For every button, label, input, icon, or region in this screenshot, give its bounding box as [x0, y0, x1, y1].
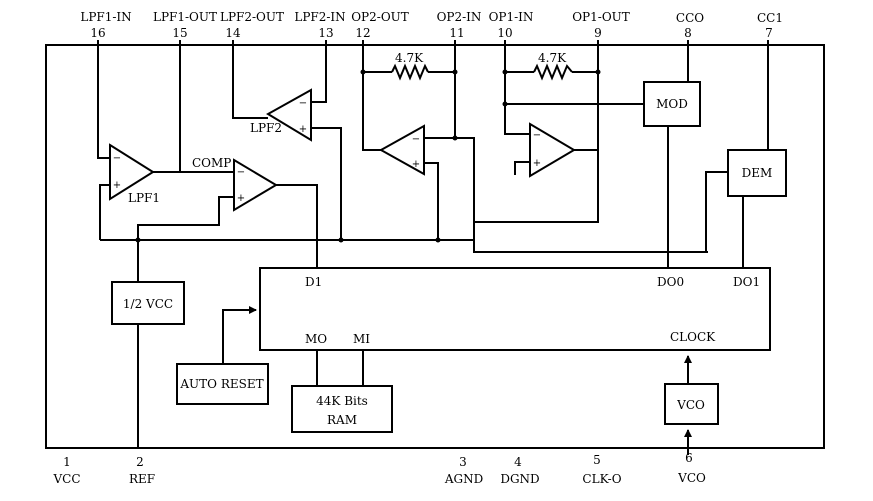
pin-11-name: OP2-IN [437, 10, 482, 24]
clock-label: CLOCK [670, 330, 716, 344]
pin-11-number: 11 [449, 26, 464, 40]
mod-label: MOD [656, 97, 688, 111]
pin-14-name: LPF2-OUT [220, 10, 284, 24]
mo-label: MO [305, 332, 327, 346]
pin-9-name: OP1-OUT [572, 10, 630, 24]
d1-label: D1 [305, 275, 322, 289]
dem-label: DEM [742, 166, 773, 180]
half-vcc-label: 1/2 VCC [123, 297, 173, 311]
half-vcc-block [111, 281, 185, 325]
pin-1-name: VCC [52, 472, 80, 486]
svg-text:+: + [113, 180, 121, 191]
lpf1-amplifier [109, 143, 155, 201]
pin-8-number: 8 [684, 26, 692, 40]
auto-reset-block [176, 363, 269, 405]
op2-amplifier [378, 124, 425, 176]
pin-6-number: 6 [685, 451, 693, 465]
mod-block [643, 81, 701, 127]
pin-2-name: REF [129, 472, 155, 486]
top-pin-labels: LPF1-IN 16 LPF1-OUT 15 LPF2-OUT 14 LPF2-… [80, 10, 783, 40]
pin-13-name: LPF2-IN [294, 10, 345, 24]
lpf2-amplifier [266, 88, 312, 142]
pin-14-number: 14 [225, 26, 241, 40]
ram-label-line1: 44K Bits [316, 394, 368, 408]
dem-block [727, 149, 787, 197]
svg-text:+: + [412, 159, 420, 170]
lpf2-label: LPF2 [250, 121, 282, 135]
svg-text:−: − [113, 153, 121, 164]
auto-reset-label: AUTO RESET [179, 377, 263, 391]
svg-text:+: + [299, 124, 307, 135]
svg-text:−: − [412, 134, 420, 145]
bottom-pin-labels: 1 VCC 2 REF 3 AGND 4 DGND 5 CLK-O 6 VCO [52, 451, 706, 486]
pin-12-name: OP2-OUT [351, 10, 409, 24]
pin-4-number: 4 [514, 455, 522, 469]
comparator-amplifier [233, 158, 278, 212]
pin-15-name: LPF1-OUT [153, 10, 217, 24]
core-logic-block [259, 267, 771, 351]
resistor-op1-label: 4.7K [538, 51, 567, 65]
pin-3-name: AGND [444, 472, 483, 486]
svg-text:−: − [533, 130, 541, 141]
pin-6-name: VCO [677, 471, 706, 485]
comp-label: COMP [192, 156, 231, 170]
pin-5-name: CLK-O [582, 472, 621, 486]
pin-4-name: DGND [500, 472, 539, 486]
svg-text:−: − [299, 98, 307, 109]
chip-outline [45, 44, 825, 449]
op1-amplifier [529, 122, 576, 178]
input-signs: − + − + − + − + − + [113, 98, 541, 204]
pin-7-number: 7 [765, 26, 773, 40]
ram-block [291, 385, 393, 433]
do1-label: DO1 [733, 275, 760, 289]
svg-text:+: + [533, 158, 541, 169]
pin-1-number: 1 [63, 455, 71, 469]
pin-10-name: OP1-IN [489, 10, 534, 24]
pin-16-number: 16 [90, 26, 105, 40]
pin-9-number: 9 [594, 26, 602, 40]
ram-label-line2: RAM [327, 413, 357, 427]
svg-text:+: + [237, 193, 245, 204]
vco-label: VCO [676, 398, 705, 412]
svg-text:−: − [237, 167, 245, 178]
pin-15-number: 15 [172, 26, 187, 40]
do0-label: DO0 [657, 275, 684, 289]
resistor-op2-label: 4.7K [395, 51, 424, 65]
mi-label: MI [353, 332, 370, 346]
pin-16-name: LPF1-IN [80, 10, 131, 24]
pin-13-number: 13 [318, 26, 333, 40]
pin-2-number: 2 [136, 455, 144, 469]
pin-8-name: CCO [676, 11, 704, 25]
pin-5-number: 5 [593, 453, 601, 467]
lpf1-label: LPF1 [128, 191, 160, 205]
pin-7-name: CC1 [757, 11, 783, 25]
vco-block [664, 383, 719, 425]
pin-10-number: 10 [497, 26, 512, 40]
pin-3-number: 3 [459, 455, 467, 469]
pin-12-number: 12 [355, 26, 370, 40]
